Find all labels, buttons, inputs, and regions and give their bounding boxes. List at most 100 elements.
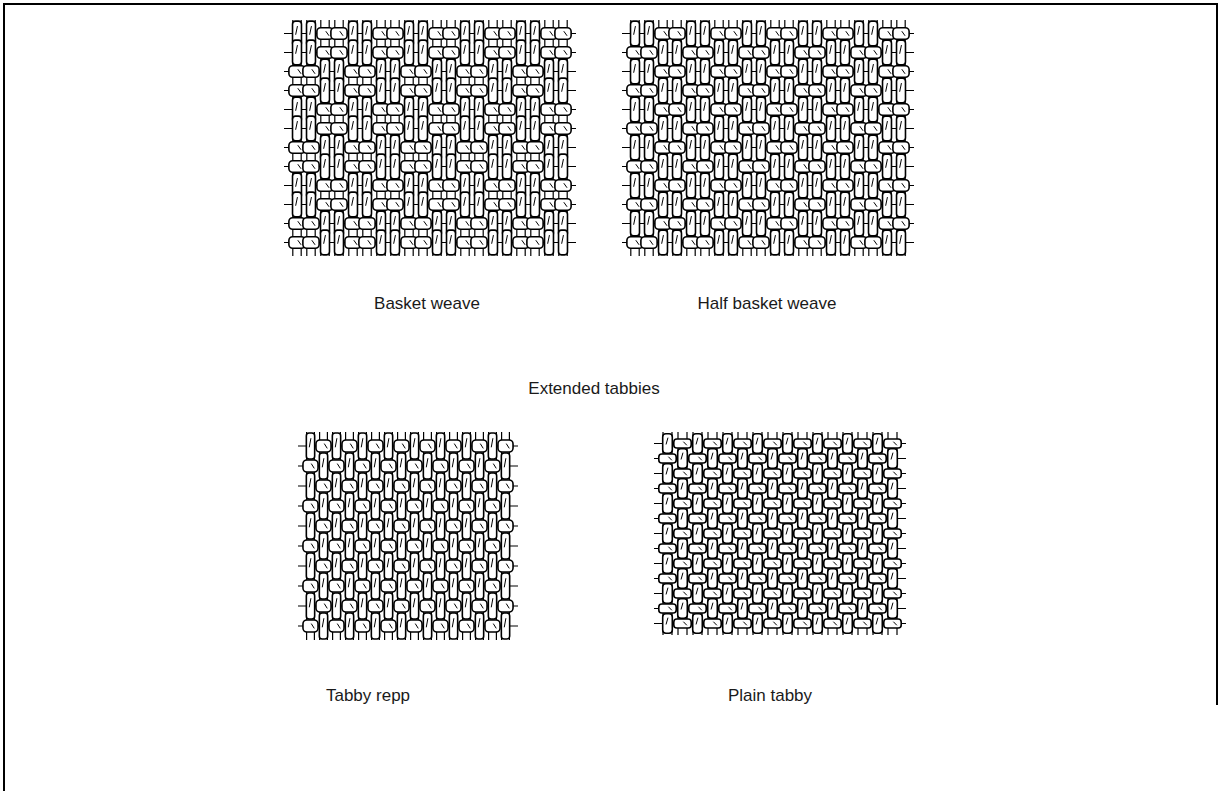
- warp-yarn: [462, 473, 470, 499]
- fibre-tick: [340, 202, 343, 207]
- fibre-tick: [363, 584, 366, 589]
- fibre-tick: [494, 50, 497, 55]
- warp-yarn: [701, 21, 710, 46]
- weft-yarn: [471, 142, 487, 153]
- fibre-tick: [491, 598, 493, 607]
- warp-yarn: [293, 192, 302, 217]
- fibre-tick: [706, 164, 709, 169]
- fibre-tick: [863, 442, 866, 446]
- fibre-tick: [396, 107, 399, 112]
- fibre-tick: [743, 532, 746, 536]
- fibre-tick: [816, 102, 818, 111]
- fibre-tick: [833, 472, 836, 476]
- fibre-tick: [816, 618, 818, 625]
- fibre-tick: [902, 31, 905, 36]
- fibre-tick: [466, 164, 469, 169]
- warp-yarn: [883, 40, 892, 65]
- fibre-tick: [396, 31, 399, 36]
- weft-yarn: [420, 520, 435, 532]
- fibre-tick: [491, 478, 493, 487]
- warp-yarn: [307, 116, 316, 141]
- fibre-tick: [494, 126, 497, 131]
- fibre-tick: [690, 140, 692, 149]
- warp-yarn: [659, 230, 668, 255]
- warp-yarn: [843, 434, 853, 454]
- fibre-tick: [803, 622, 806, 626]
- fibre-tick: [382, 31, 385, 36]
- weft-yarn: [824, 469, 841, 478]
- weft-yarn: [781, 142, 797, 153]
- warp-yarn: [345, 533, 353, 559]
- weft-yarn: [659, 544, 676, 553]
- weft-yarn: [839, 574, 856, 583]
- fibre-tick: [696, 558, 698, 565]
- fibre-tick: [480, 69, 483, 74]
- fibre-tick: [376, 604, 379, 609]
- fibre-tick: [634, 26, 636, 35]
- fibre-tick: [522, 88, 525, 93]
- fibre-tick: [818, 88, 821, 93]
- weft-yarn: [407, 620, 422, 632]
- fibre-tick: [668, 457, 671, 461]
- weft-yarn: [854, 439, 871, 448]
- fibre-tick: [886, 45, 888, 54]
- warp-yarn: [841, 40, 850, 65]
- weft-yarn: [527, 161, 543, 172]
- warp-yarn: [888, 509, 898, 529]
- fibre-tick: [368, 240, 371, 245]
- fibre-tick: [786, 468, 788, 475]
- fibre-tick: [861, 483, 863, 490]
- warp-yarn: [798, 449, 808, 469]
- warp-yarn: [828, 539, 838, 559]
- fibre-tick: [366, 178, 368, 187]
- fibre-tick: [508, 202, 511, 207]
- fibre-tick: [520, 197, 522, 206]
- warp-yarn: [358, 433, 366, 459]
- fibre-tick: [830, 197, 832, 206]
- warp-yarn: [715, 116, 724, 141]
- warp-yarn: [799, 21, 808, 46]
- fibre-tick: [312, 69, 315, 74]
- warp-yarn: [405, 40, 414, 65]
- fibre-tick: [389, 544, 392, 549]
- fibre-tick: [478, 102, 480, 111]
- warp-yarn: [757, 211, 766, 236]
- weft-yarn: [641, 47, 657, 58]
- weft-yarn: [865, 161, 881, 172]
- weft-yarn: [674, 619, 691, 628]
- warp-yarn: [363, 40, 372, 65]
- fibre-tick: [860, 202, 863, 207]
- fibre-tick: [860, 126, 863, 131]
- fibre-tick: [426, 498, 428, 507]
- fibre-tick: [732, 45, 734, 54]
- warp-yarn: [897, 116, 906, 141]
- fibre-tick: [550, 31, 553, 36]
- warp-yarn: [738, 479, 748, 499]
- fibre-tick: [520, 45, 522, 54]
- warp-yarn: [384, 513, 392, 539]
- warp-yarn: [321, 154, 330, 179]
- warp-yarn: [799, 97, 808, 122]
- fibre-tick: [732, 235, 734, 244]
- warp-yarn: [645, 173, 654, 198]
- fibre-tick: [746, 178, 748, 187]
- fibre-tick: [848, 487, 851, 491]
- fibre-tick: [324, 484, 327, 489]
- weft-yarn: [839, 484, 856, 493]
- warp-yarn: [377, 230, 386, 255]
- fibre-tick: [668, 517, 671, 521]
- fibre-tick: [422, 178, 424, 187]
- fibre-tick: [436, 83, 438, 92]
- fibre-tick: [508, 31, 511, 36]
- weft-yarn: [837, 218, 853, 229]
- weft-yarn: [415, 218, 431, 229]
- warp-yarn: [358, 593, 366, 619]
- warp-yarn: [687, 97, 696, 122]
- weft-yarn: [674, 439, 691, 448]
- warp-yarn: [461, 192, 470, 217]
- warp-yarn: [501, 493, 509, 519]
- fibre-tick: [720, 145, 723, 150]
- warp-yarn: [391, 230, 400, 255]
- fibre-tick: [522, 145, 525, 150]
- warp-yarn: [687, 211, 696, 236]
